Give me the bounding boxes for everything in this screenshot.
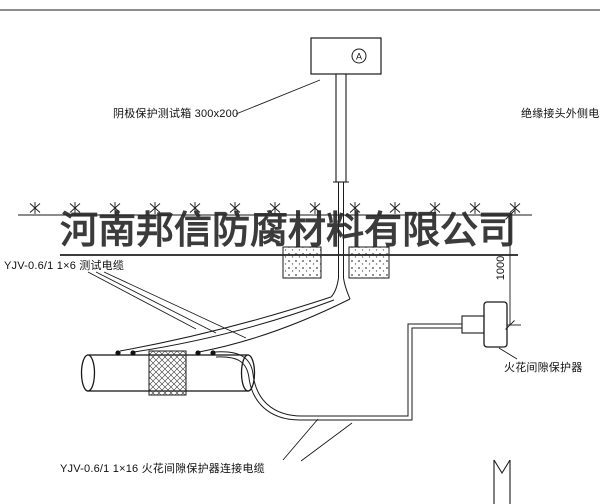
dimension-text: 1000 [495,255,507,281]
test-box-leader [235,79,321,115]
dimension-line [505,210,521,330]
concrete-block-right [348,246,390,279]
pipeline [80,350,256,396]
pipe-marker-icon [493,459,511,504]
pipeline-end-cap-left [80,354,96,392]
protector-cable-lines [213,323,462,421]
ammeter-icon: A [351,48,367,64]
protector-stub [461,315,485,334]
watermark-underline [60,254,518,256]
test-cable-label: YJV-0.6/1 1×6 测试电缆 [4,260,125,272]
protector-cable-label: YJV-0.6/1 1×16 火花间隙保护器连接电缆 [60,463,265,475]
concrete-block-left [282,246,322,279]
riser-pipe [333,73,349,278]
protector-body [483,301,508,348]
spark-gap-protector-label: 火花间隙保护器 [504,362,583,374]
test-box: A [310,37,382,75]
outer-cable-label: 绝缘接头外侧电缆 [521,108,600,120]
riser-cable [338,182,344,278]
ammeter-letter: A [356,52,362,62]
company-watermark: 河南邦信防腐材料有限公司 [60,207,517,252]
test-cable-line-3 [198,298,351,353]
test-cable-label-leaders [87,271,247,339]
cable-flares [330,277,351,300]
test-box-label: 阴极保护测试箱 300x200 [113,108,239,120]
protector-cable-label-leaders [282,418,353,462]
insulating-joint [148,350,187,396]
test-cable-line-2 [133,299,335,353]
protector-label-leader [498,347,518,360]
spark-gap-protector [461,301,508,348]
test-cable-lines [119,296,351,353]
